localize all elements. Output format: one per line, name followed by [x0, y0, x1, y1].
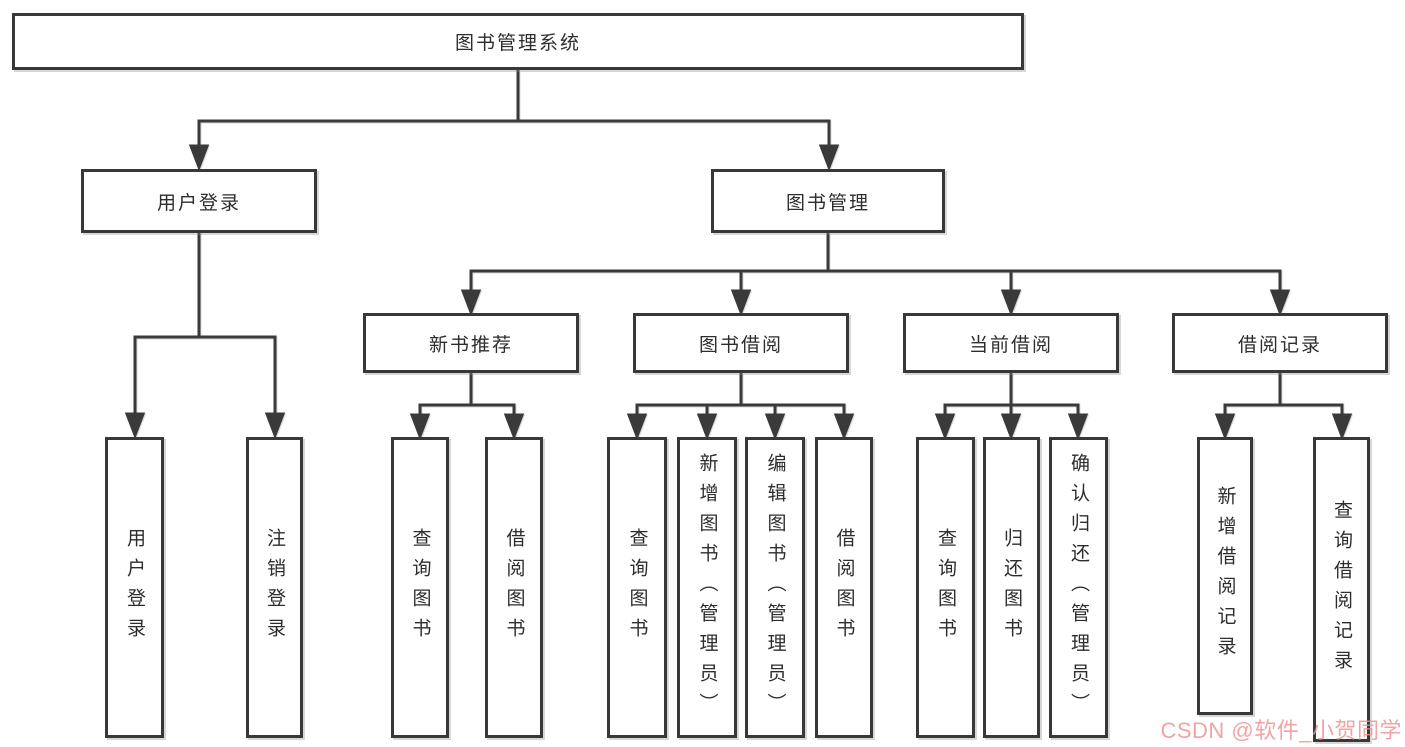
leaf-query-books-current: 查询图书 [916, 437, 975, 738]
node-user-login: 用户登录 [81, 169, 317, 233]
leaf-confirm-return-admin-label: 确认归还（管理员） [1068, 452, 1089, 723]
node-current-borrowing: 当前借阅 [903, 313, 1119, 373]
leaf-return-book-label: 归还图书 [1001, 527, 1022, 648]
node-book-management-label: 图书管理 [785, 192, 870, 214]
node-borrowing-records: 借阅记录 [1172, 313, 1388, 373]
leaf-borrow-books-borrow-label: 借阅图书 [833, 527, 855, 648]
leaf-borrow-books-newrec: 借阅图书 [485, 437, 543, 738]
node-current-borrowing-label: 当前借阅 [968, 334, 1053, 356]
leaf-borrow-books-newrec-label: 借阅图书 [503, 527, 525, 648]
leaf-query-books-borrow: 查询图书 [607, 437, 667, 738]
node-new-book-recommendation: 新书推荐 [363, 313, 579, 373]
node-borrowing-records-label: 借阅记录 [1237, 334, 1322, 356]
leaf-logout-label: 注销登录 [264, 527, 285, 648]
leaf-confirm-return-admin: 确认归还（管理员） [1049, 437, 1108, 738]
leaf-query-borrow-record: 查询借阅记录 [1313, 437, 1370, 742]
node-new-book-recommendation-label: 新书推荐 [428, 334, 513, 356]
leaf-query-borrow-record-label: 查询借阅记录 [1331, 499, 1352, 680]
leaf-query-books-current-label: 查询图书 [935, 527, 956, 648]
leaf-query-books-newrec-label: 查询图书 [409, 527, 431, 648]
leaf-add-book-admin: 新增图书（管理员） [677, 437, 737, 738]
leaf-query-books-borrow-label: 查询图书 [626, 527, 648, 648]
node-library-management-system: 图书管理系统 [12, 13, 1024, 70]
leaf-edit-book-admin: 编辑图书（管理员） [745, 437, 805, 738]
leaf-query-books-newrec: 查询图书 [391, 437, 449, 738]
leaf-add-book-admin-label: 新增图书（管理员） [696, 452, 718, 723]
node-book-borrowing: 图书借阅 [633, 313, 849, 373]
leaf-user-login: 用户登录 [105, 437, 164, 738]
leaf-logout: 注销登录 [246, 437, 303, 738]
leaf-user-login-label: 用户登录 [124, 527, 145, 648]
node-book-management: 图书管理 [711, 169, 945, 233]
leaf-add-borrow-record: 新增借阅记录 [1197, 437, 1253, 715]
node-book-borrowing-label: 图书借阅 [698, 334, 783, 356]
watermark: CSDN @软件_小贺同学 [1160, 718, 1402, 743]
leaf-borrow-books-borrow: 借阅图书 [815, 437, 873, 738]
node-user-login-label: 用户登录 [156, 192, 241, 214]
leaf-edit-book-admin-label: 编辑图书（管理员） [764, 452, 786, 723]
leaf-add-borrow-record-label: 新增借阅记录 [1214, 486, 1236, 666]
node-library-management-system-label: 图书管理系统 [454, 33, 581, 54]
leaf-return-book: 归还图书 [983, 437, 1040, 738]
